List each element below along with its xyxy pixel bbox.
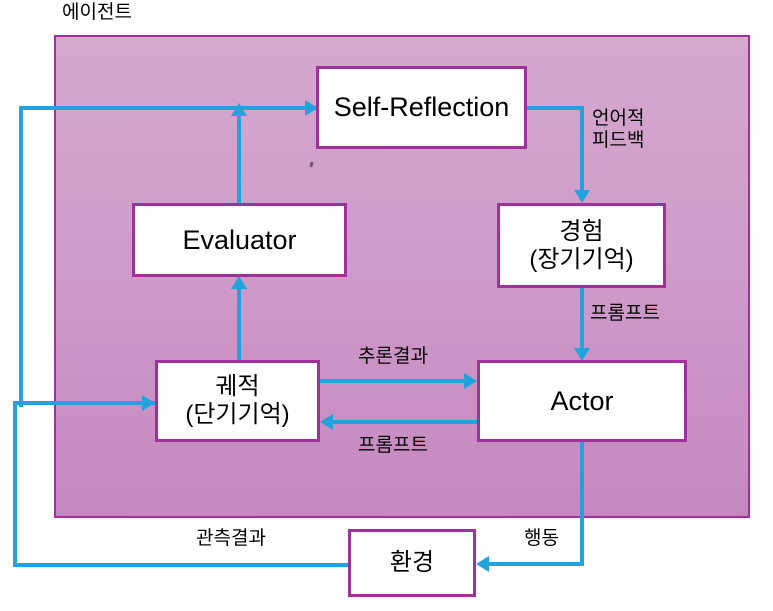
connector-evaluator-to-selfreflection xyxy=(237,115,241,205)
connector-actor-to-environment-vertical xyxy=(580,440,584,564)
arrowhead-to-experience xyxy=(574,190,590,203)
node-trajectory-label-line2: (단기기억) xyxy=(185,401,290,428)
edge-label-verbal-feedback-line2: 피드백 xyxy=(592,130,645,152)
connector-observation-bottom xyxy=(13,563,350,567)
arrowhead-trajectory-to-actor xyxy=(464,373,477,389)
node-actor-label: Actor xyxy=(550,385,614,416)
connector-actor-to-environment-horizontal xyxy=(489,562,584,566)
node-self-reflection-label: Self-Reflection xyxy=(333,92,510,122)
arrowhead-actor-to-trajectory xyxy=(320,414,333,430)
node-environment-label: 환경 xyxy=(389,549,435,577)
node-experience[interactable]: 경험 (장기기억) xyxy=(497,203,666,288)
connector-trajectory-to-actor xyxy=(318,379,470,383)
edge-label-prompt-from-experience: 프롬프트 xyxy=(590,303,660,324)
arrowhead-trajectory-to-evaluator xyxy=(231,276,247,289)
node-environment[interactable]: 환경 xyxy=(348,529,476,597)
edge-label-inference-result: 추론결과 xyxy=(358,346,428,367)
arrowhead-evaluator-to-selfreflection xyxy=(231,103,247,116)
connector-trajectory-to-evaluator xyxy=(237,288,241,362)
connector-observation-vertical xyxy=(13,403,17,567)
node-self-reflection[interactable]: Self-Reflection xyxy=(316,66,527,149)
connector-observation-into-trajectory xyxy=(13,401,155,405)
node-evaluator[interactable]: Evaluator xyxy=(132,203,347,277)
connector-experience-to-actor xyxy=(580,288,584,350)
node-trajectory[interactable]: 궤적 (단기기억) xyxy=(155,360,320,442)
connector-selfreflection-loop-vertical xyxy=(19,108,23,407)
edge-label-verbal-feedback: 언어적 피드백 xyxy=(592,108,644,153)
agent-boundary-label: 에이전트 xyxy=(62,2,132,23)
node-experience-label-line1: 경험 xyxy=(559,217,604,245)
edge-label-verbal-feedback-line1: 언어적 xyxy=(592,108,645,129)
arrowhead-to-self-reflection xyxy=(305,100,318,116)
arrowhead-to-environment xyxy=(476,556,489,572)
edge-label-prompt-to-trajectory: 프롬프트 xyxy=(358,435,428,456)
edge-label-observation: 관측결과 xyxy=(196,528,266,549)
connector-selfreflection-to-experience-horizontal xyxy=(524,106,584,110)
connector-selfreflection-loop-top xyxy=(19,106,316,110)
node-actor[interactable]: Actor xyxy=(477,360,687,442)
edge-label-action: 행동 xyxy=(524,528,559,549)
arrowhead-experience-to-actor xyxy=(574,348,590,361)
arrowhead-into-trajectory xyxy=(142,395,155,411)
node-experience-label-line2: (장기기억) xyxy=(529,245,634,273)
node-trajectory-label-line1: 궤적 xyxy=(215,373,260,401)
connector-selfreflection-to-experience-vertical xyxy=(580,106,584,191)
node-evaluator-label: Evaluator xyxy=(182,224,297,255)
connector-actor-to-trajectory xyxy=(333,420,479,424)
